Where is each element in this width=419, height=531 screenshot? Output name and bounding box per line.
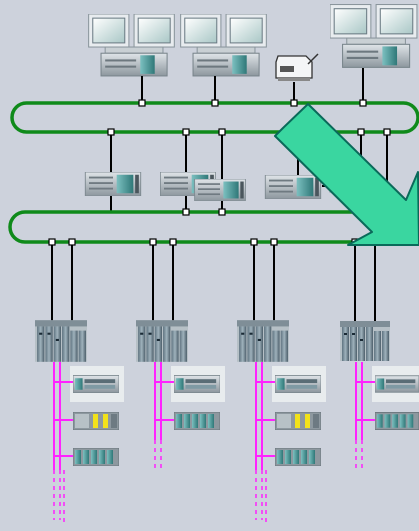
upper-ring-ports (107, 99, 391, 136)
controller-2 (136, 320, 188, 362)
arrow-icon (274, 103, 419, 246)
workstation-3 (330, 4, 418, 68)
server-2 (160, 172, 246, 201)
workstation-2 (180, 14, 267, 77)
workstation-1 (88, 14, 175, 77)
controller-1 (35, 320, 87, 362)
io-branch-1 (53, 362, 124, 525)
controller-drops (51, 245, 376, 328)
upper-ring-bus (10, 101, 419, 134)
server-1 (84, 172, 142, 196)
controller-3 (237, 320, 289, 362)
upper-drops (141, 68, 364, 103)
io-branch-3 (255, 362, 326, 525)
printer (275, 53, 319, 82)
io-branch-2 (154, 362, 225, 468)
controller-4 (340, 321, 390, 361)
server-3 (264, 175, 322, 199)
lower-ring-ports (48, 208, 379, 246)
io-branch-4 (355, 362, 419, 468)
